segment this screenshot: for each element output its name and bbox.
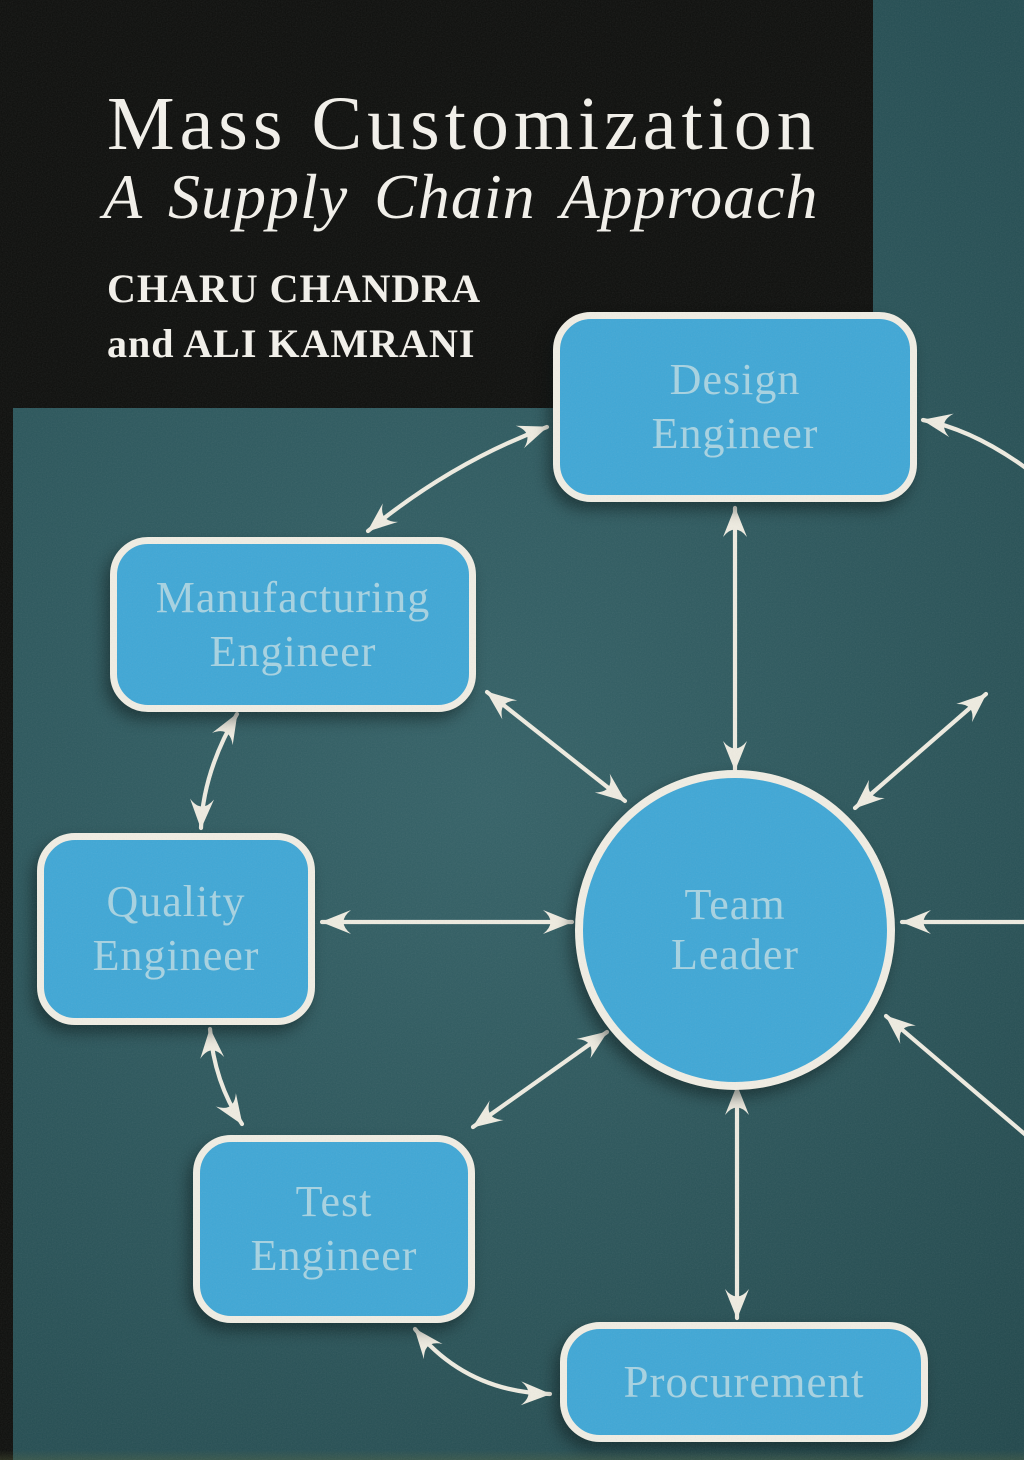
- node-design-engineer: Design Engineer: [553, 312, 917, 502]
- node-label-line: Engineer: [209, 626, 377, 676]
- node-label-line: Engineer: [250, 1231, 418, 1280]
- node-label-line: Leader: [670, 930, 800, 979]
- node-quality-engineer: Quality Engineer: [37, 833, 315, 1025]
- node-team-leader: Team Leader: [575, 770, 895, 1090]
- arrow-test-procurement: [412, 1326, 553, 1406]
- node-label-line: Test: [295, 1177, 373, 1226]
- arrow-team-manufacturing: [484, 689, 628, 804]
- node-label-line: Design: [669, 355, 801, 404]
- node-label-line: Manufacturing: [155, 572, 431, 622]
- arrow-design-manufacturing: [365, 424, 550, 534]
- node-label-line: Engineer: [651, 409, 819, 458]
- arrow-manufacturing-quality: [190, 711, 240, 831]
- arrow-team-test: [470, 1029, 610, 1130]
- node-procurement: Procurement: [560, 1322, 928, 1442]
- arrow-design-right: [920, 413, 1024, 470]
- node-label-line: Quality: [106, 877, 246, 926]
- node-label-line: Engineer: [92, 931, 260, 980]
- arrow-quality-test: [200, 1026, 245, 1127]
- arrow-team-lower-right: [883, 1013, 1024, 1137]
- node-test-engineer: Test Engineer: [193, 1135, 475, 1323]
- arrow-team-upper-right: [852, 691, 989, 811]
- node-label-line: Team: [684, 880, 786, 929]
- node-manufacturing-engineer: Manufacturing Engineer: [110, 537, 476, 712]
- node-label-line: Procurement: [623, 1357, 865, 1407]
